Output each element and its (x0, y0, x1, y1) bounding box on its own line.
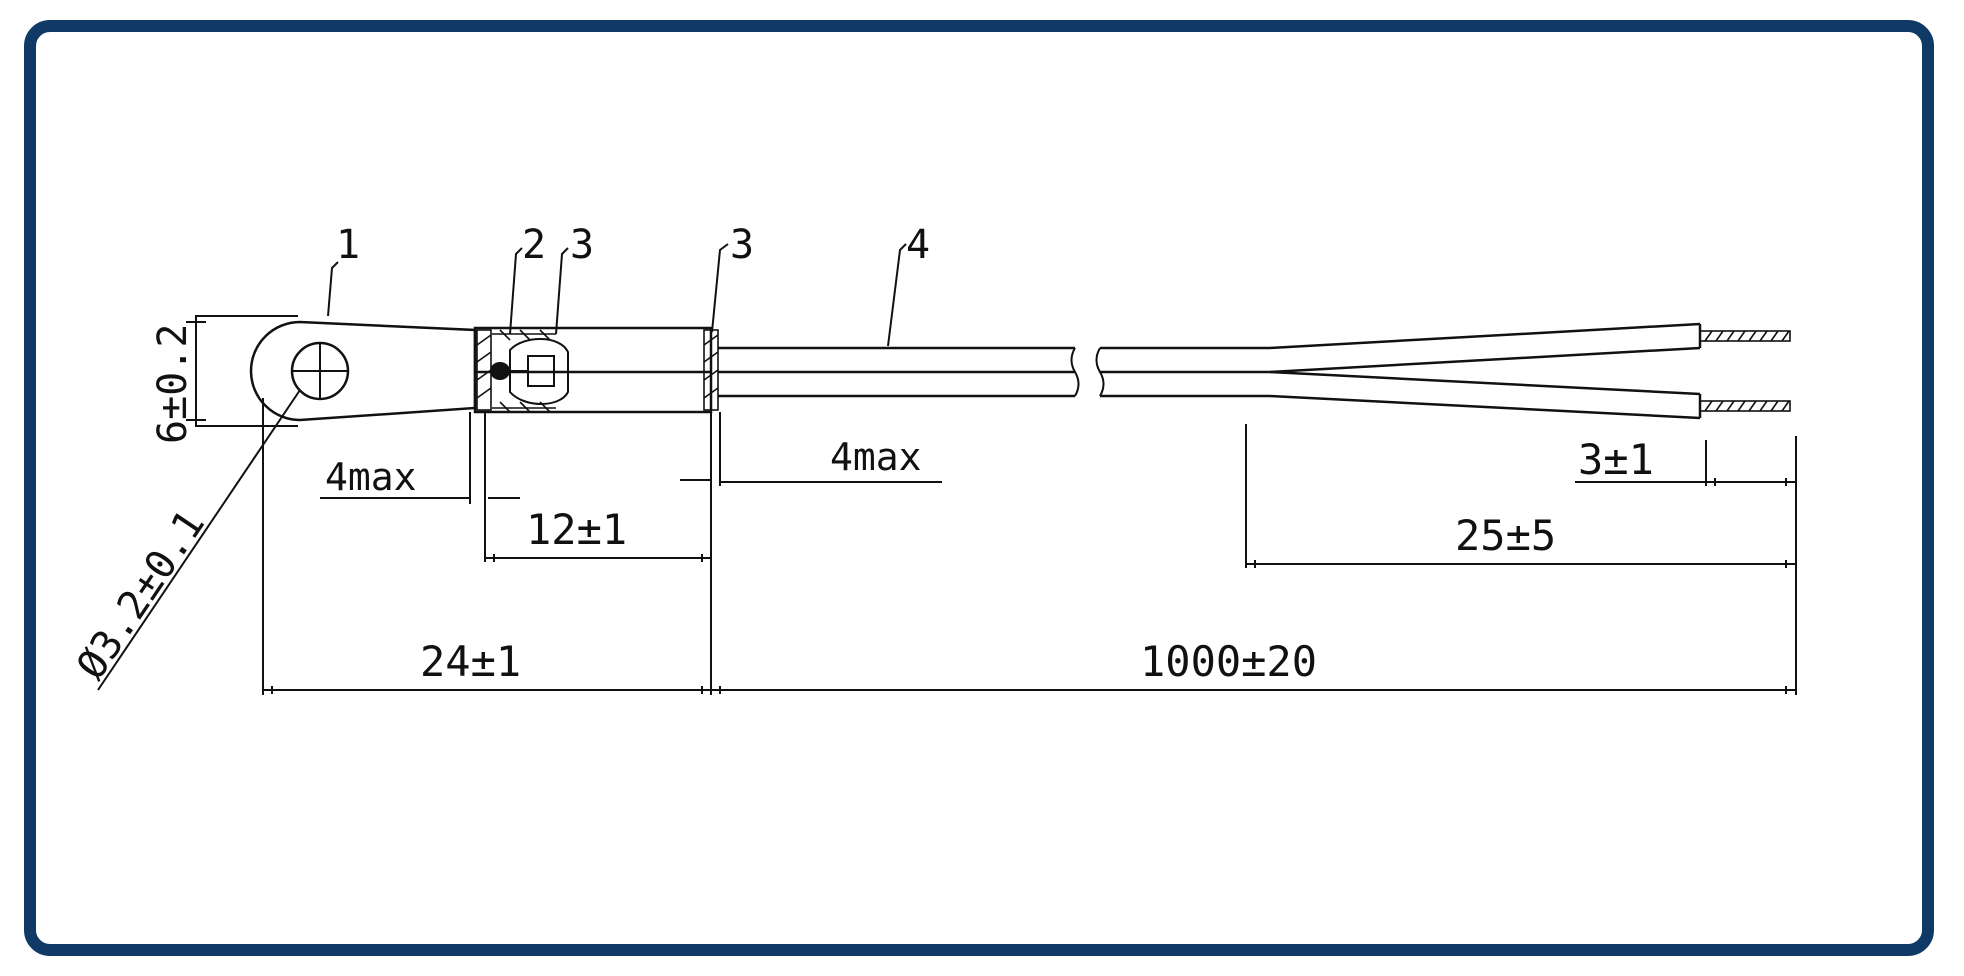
dim-probe-length: 24±1 (420, 637, 521, 686)
probe-sleeve (473, 326, 713, 414)
dim-sleeve-length: 12±1 (526, 505, 627, 554)
dim-strip-length: 3±1 (1578, 435, 1654, 484)
callout-4: 4 (906, 222, 930, 268)
callout-3a: 3 (570, 222, 594, 268)
split-wires (1269, 322, 1791, 420)
ring-terminal (249, 320, 477, 422)
dim-diameter: Ø3.2±0.1 (68, 502, 214, 687)
callout-2: 2 (522, 222, 546, 268)
leader-lines (97, 243, 907, 691)
sleeve-seal-right (703, 329, 719, 411)
dim-eyelet-gap: 4max (325, 455, 417, 499)
drawing-frame (24, 20, 1934, 956)
dim-eyelet-height: 6±0.2 (150, 324, 196, 444)
dim-cable-gap: 4max (830, 435, 922, 479)
dimension-lines (186, 315, 1797, 695)
dim-cable-length: 1000±20 (1140, 637, 1317, 686)
dim-split-length: 25±5 (1455, 511, 1556, 560)
callout-1: 1 (336, 222, 360, 268)
callout-3b: 3 (730, 222, 754, 268)
cable (718, 346, 1270, 398)
